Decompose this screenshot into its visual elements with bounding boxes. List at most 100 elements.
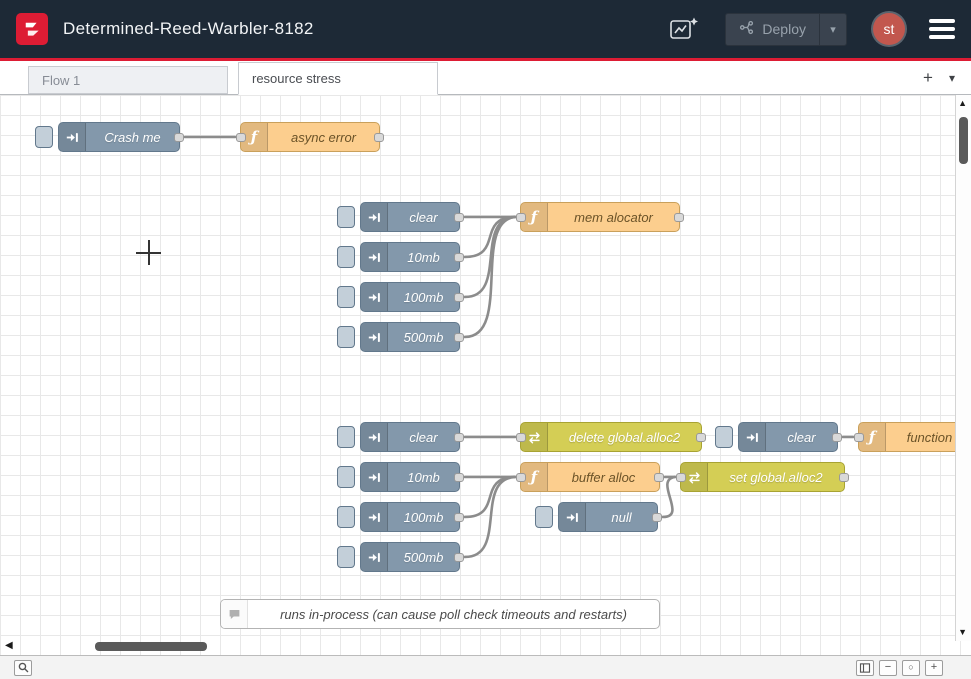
output-port[interactable] [454,213,464,222]
change-node[interactable]: delete global.alloc2 [520,422,702,452]
chart-sparkle-icon[interactable] [667,14,701,44]
inject-node[interactable]: null [558,502,658,532]
search-button[interactable] [14,660,32,676]
zoom-reset-icon: ○ [908,663,913,672]
tab-flow-1[interactable]: Flow 1 [28,66,228,94]
add-flow-button[interactable]: + [923,68,933,88]
inject-button[interactable] [535,506,553,528]
wire[interactable] [465,217,515,257]
inject-node[interactable]: clear [738,422,838,452]
inject-button[interactable] [337,466,355,488]
flow-tabbar: Flow 1 resource stress + ▾ [0,61,971,95]
vertical-scrollbar[interactable]: ▲ ▼ [955,95,971,641]
zoom-out-icon: − [885,662,891,673]
flow-canvas[interactable]: Crash me ƒ async error clear 10mb 100mb … [0,95,971,655]
zoom-out-button[interactable]: − [879,660,897,676]
inject-button[interactable] [337,546,355,568]
node-label: 10mb [388,243,459,271]
input-port[interactable] [516,433,526,442]
output-port[interactable] [454,333,464,342]
function-node[interactable]: ƒ buffer alloc [520,462,660,492]
inject-icon [361,283,388,311]
inject-button[interactable] [337,246,355,268]
inject-node[interactable]: clear [360,422,460,452]
inject-button[interactable] [337,326,355,348]
inject-icon [361,503,388,531]
output-port[interactable] [374,133,384,142]
instance-title: Determined-Reed-Warbler-8182 [63,19,314,39]
output-port[interactable] [454,553,464,562]
mouse-crosshair [148,240,150,265]
tab-resource-stress[interactable]: resource stress [238,62,438,95]
output-port[interactable] [652,513,662,522]
change-node[interactable]: set global.alloc2 [680,462,845,492]
editor-footer: − ○ + [0,655,971,679]
node-label: runs in-process (can cause poll check ti… [248,600,659,628]
output-port[interactable] [454,473,464,482]
inject-node[interactable]: 10mb [360,242,460,272]
comment-node[interactable]: runs in-process (can cause poll check ti… [220,599,660,629]
input-port[interactable] [236,133,246,142]
output-port[interactable] [839,473,849,482]
output-port[interactable] [454,253,464,262]
inject-icon [361,423,388,451]
wire[interactable] [663,477,675,517]
inject-button[interactable] [715,426,733,448]
input-port[interactable] [676,473,686,482]
output-port[interactable] [654,473,664,482]
deploy-icon [739,20,754,38]
input-port[interactable] [516,213,526,222]
inject-node[interactable]: clear [360,202,460,232]
zoom-reset-button[interactable]: ○ [902,660,920,676]
zoom-in-button[interactable]: + [925,660,943,676]
input-port[interactable] [516,473,526,482]
flow-list-button[interactable]: ▾ [949,71,955,85]
node-label: 10mb [388,463,459,491]
node-label: mem alocator [548,203,679,231]
map-icon [859,662,871,674]
inject-button[interactable] [337,286,355,308]
inject-button[interactable] [337,506,355,528]
output-port[interactable] [454,293,464,302]
deploy-label: Deploy [762,21,806,37]
inject-icon [59,123,86,151]
inject-node[interactable]: 500mb [360,322,460,352]
output-port[interactable] [454,433,464,442]
input-port[interactable] [854,433,864,442]
output-port[interactable] [832,433,842,442]
inject-node[interactable]: 10mb [360,462,460,492]
node-label: async error [268,123,379,151]
inject-icon [361,323,388,351]
inject-button[interactable] [35,126,53,148]
comment-icon [221,600,248,628]
inject-button[interactable] [337,426,355,448]
scroll-left-icon[interactable]: ◀ [5,641,13,650]
inject-icon [361,243,388,271]
inject-node[interactable]: Crash me [58,122,180,152]
inject-icon [361,203,388,231]
node-label: clear [388,203,459,231]
output-port[interactable] [454,513,464,522]
output-port[interactable] [696,433,706,442]
deploy-options-button[interactable]: ▾ [819,14,846,45]
node-label: Crash me [86,123,179,151]
inject-button[interactable] [337,206,355,228]
node-label: delete global.alloc2 [548,423,701,451]
inject-node[interactable]: 100mb [360,502,460,532]
function-node[interactable]: ƒ mem alocator [520,202,680,232]
node-label: 500mb [388,543,459,571]
output-port[interactable] [674,213,684,222]
wire[interactable] [465,477,515,517]
vertical-scroll-thumb[interactable] [959,117,968,164]
inject-node[interactable]: 100mb [360,282,460,312]
scroll-down-icon[interactable]: ▼ [958,628,967,637]
user-avatar[interactable]: st [873,13,905,45]
horizontal-scroll-thumb[interactable] [95,642,207,651]
scroll-up-icon[interactable]: ▲ [958,99,967,108]
function-node[interactable]: ƒ async error [240,122,380,152]
main-menu-button[interactable] [929,15,955,44]
navigator-toggle-button[interactable] [856,660,874,676]
inject-node[interactable]: 500mb [360,542,460,572]
deploy-button[interactable]: Deploy ▾ [725,13,847,46]
output-port[interactable] [174,133,184,142]
